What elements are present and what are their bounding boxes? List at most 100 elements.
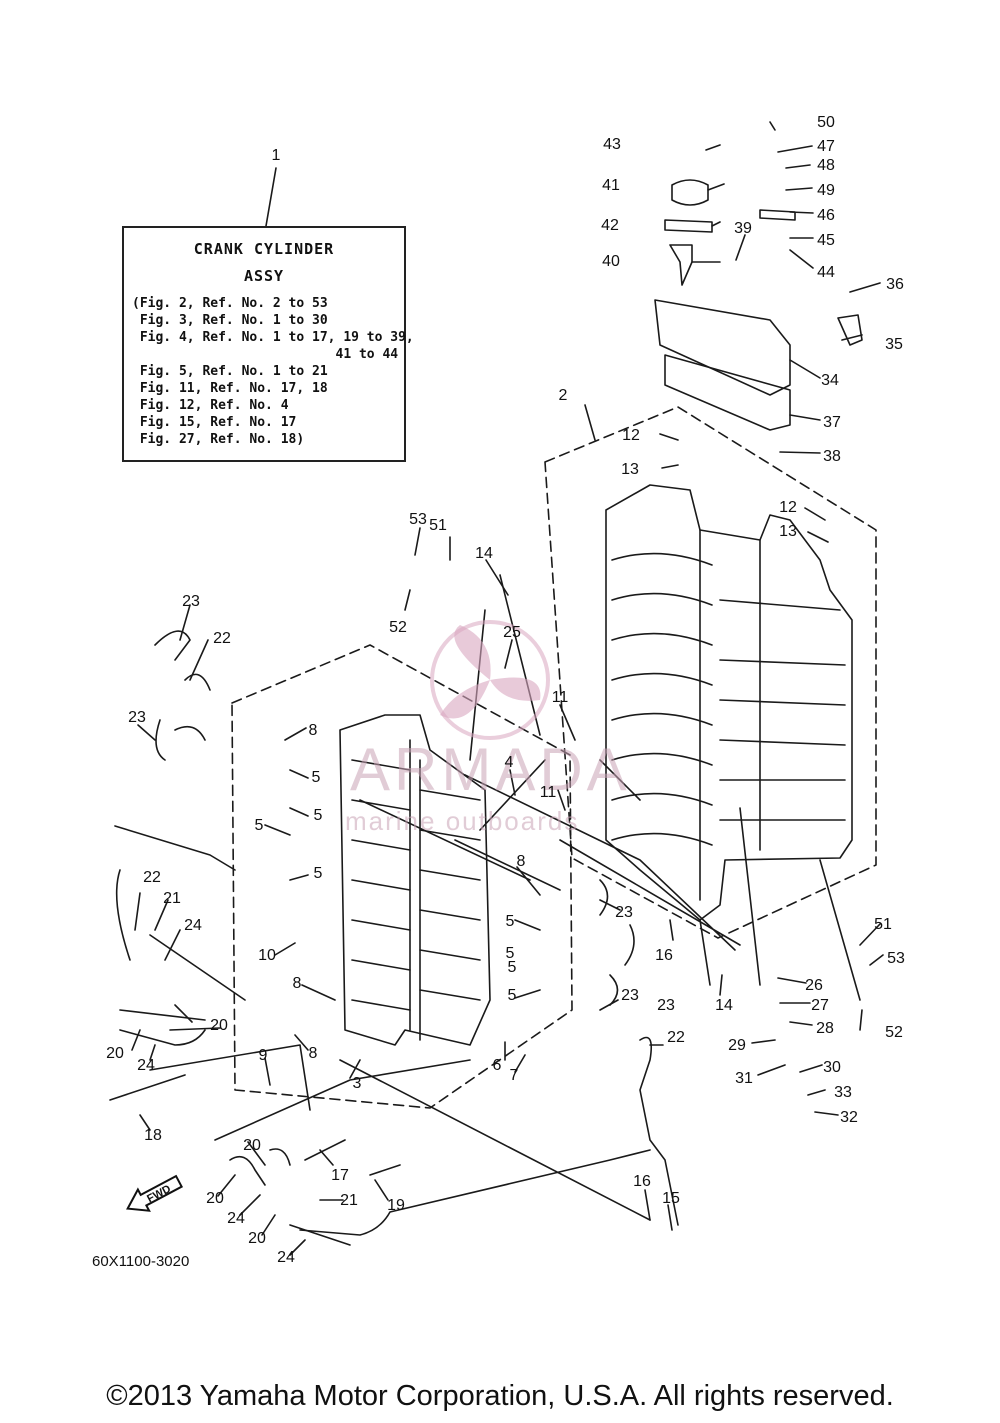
callout-number: 23 [621, 987, 639, 1004]
callout-number: 5 [506, 945, 515, 962]
callout-number: 45 [817, 232, 835, 249]
callout-number: 11 [540, 784, 557, 801]
callout-number: 43 [603, 136, 621, 153]
callout-number: 3 [353, 1075, 362, 1092]
callout-number: 33 [834, 1084, 852, 1101]
callout-number: 41 [602, 177, 620, 194]
info-ref-line: Fig. 3, Ref. No. 1 to 30 [132, 313, 328, 328]
callout-number: 5 [314, 807, 323, 824]
callout-number: 46 [817, 207, 835, 224]
callout-number: 22 [667, 1029, 685, 1046]
callout-number: 53 [409, 511, 427, 528]
callout-number: 1 [272, 147, 281, 164]
callout-number: 24 [277, 1249, 295, 1266]
callout-number: 52 [885, 1024, 903, 1041]
watermark: ARMADA marine outboards [345, 620, 631, 836]
info-title-line2: ASSY [243, 267, 285, 285]
callout-number: 39 [734, 220, 752, 237]
callout-number: 16 [633, 1173, 651, 1190]
callout-number: 11 [552, 689, 569, 706]
callout-number: 26 [805, 977, 823, 994]
info-ref-line: Fig. 27, Ref. No. 18) [132, 432, 305, 447]
watermark-tagline: marine outboards [345, 806, 579, 836]
callout-number: 8 [293, 975, 302, 992]
callout-number: 24 [227, 1210, 245, 1227]
callout-number: 23 [615, 904, 633, 921]
callout-number: 23 [657, 997, 675, 1014]
callout-number: 47 [817, 138, 835, 155]
callout-number: 23 [128, 709, 146, 726]
part-callouts: 1234555555556788889101111121213131414151… [106, 114, 905, 1266]
callout-number: 38 [823, 448, 841, 465]
callout-number: 16 [655, 947, 673, 964]
assembly-info-box: CRANK CYLINDER ASSY (Fig. 2, Ref. No. 2 … [122, 226, 414, 462]
callout-number: 29 [728, 1037, 746, 1054]
callout-number: 24 [137, 1057, 155, 1074]
callout-number: 5 [255, 817, 264, 834]
callout-number: 5 [312, 769, 321, 786]
callout-number: 13 [621, 461, 639, 478]
callout-number: 8 [517, 853, 526, 870]
callout-number: 20 [106, 1045, 124, 1062]
callout-number: 14 [475, 545, 493, 562]
info-ref-line: 41 to 44 [132, 347, 399, 362]
callout-number: 20 [248, 1230, 266, 1247]
callout-number: 53 [887, 950, 905, 967]
callout-number: 25 [503, 624, 521, 641]
copyright-notice: ©2013 Yamaha Motor Corporation, U.S.A. A… [106, 1380, 894, 1412]
callout-number: 18 [144, 1127, 162, 1144]
callout-number: 5 [508, 987, 517, 1004]
callout-number: 17 [331, 1167, 349, 1184]
fwd-label: FWD [145, 1183, 173, 1205]
callout-number: 48 [817, 157, 835, 174]
callout-number: 6 [493, 1057, 502, 1074]
callout-number: 20 [210, 1017, 228, 1034]
callout-number: 42 [601, 217, 619, 234]
info-ref-line: (Fig. 2, Ref. No. 2 to 53 [132, 296, 328, 311]
callout-number: 8 [309, 722, 318, 739]
callout-number: 24 [184, 917, 202, 934]
callout-number: 12 [622, 427, 640, 444]
callout-number: 19 [387, 1197, 405, 1214]
callout-number: 10 [258, 947, 276, 964]
callout-number: 5 [508, 959, 517, 976]
callout-number: 51 [874, 916, 892, 933]
callout-number: 9 [259, 1047, 268, 1064]
watermark-brand: ARMADA [350, 736, 631, 803]
callout-number: 22 [143, 869, 161, 886]
callout-number: 30 [823, 1059, 841, 1076]
callout-number: 34 [821, 372, 839, 389]
callout-number: 12 [779, 499, 797, 516]
callout-number: 13 [779, 523, 797, 540]
callout-number: 40 [602, 253, 620, 270]
info-ref-line: Fig. 5, Ref. No. 1 to 21 [132, 364, 328, 379]
info-ref-line: Fig. 12, Ref. No. 4 [132, 398, 289, 413]
info-ref-line: Fig. 11, Ref. No. 17, 18 [132, 381, 328, 396]
fwd-arrow-icon: FWD [126, 1174, 184, 1212]
callout-number: 49 [817, 182, 835, 199]
callout-number: 22 [213, 630, 231, 647]
callout-number: 5 [506, 913, 515, 930]
callout-number: 28 [816, 1020, 834, 1037]
callout-number: 35 [885, 336, 903, 353]
callout-number: 37 [823, 414, 841, 431]
propeller-logo-icon [430, 620, 550, 740]
callout-number: 15 [662, 1190, 680, 1207]
callout-number: 5 [314, 865, 323, 882]
callout-number: 32 [840, 1109, 858, 1126]
callout-number: 31 [735, 1070, 753, 1087]
info-ref-line: Fig. 4, Ref. No. 1 to 17, 19 to 39, [132, 330, 414, 345]
callout-number: 20 [206, 1190, 224, 1207]
callout-number: 44 [817, 264, 835, 281]
callout-number: 8 [309, 1045, 318, 1062]
callout-number: 21 [340, 1192, 358, 1209]
callout-number: 23 [182, 593, 200, 610]
callout-number: 50 [817, 114, 835, 131]
callout-number: 4 [505, 754, 514, 771]
callout-number: 2 [559, 387, 568, 404]
info-title-line1: CRANK CYLINDER [193, 240, 335, 258]
callout-number: 20 [243, 1137, 261, 1154]
info-ref-line: Fig. 15, Ref. No. 17 [132, 415, 297, 430]
callout-number: 52 [389, 619, 407, 636]
